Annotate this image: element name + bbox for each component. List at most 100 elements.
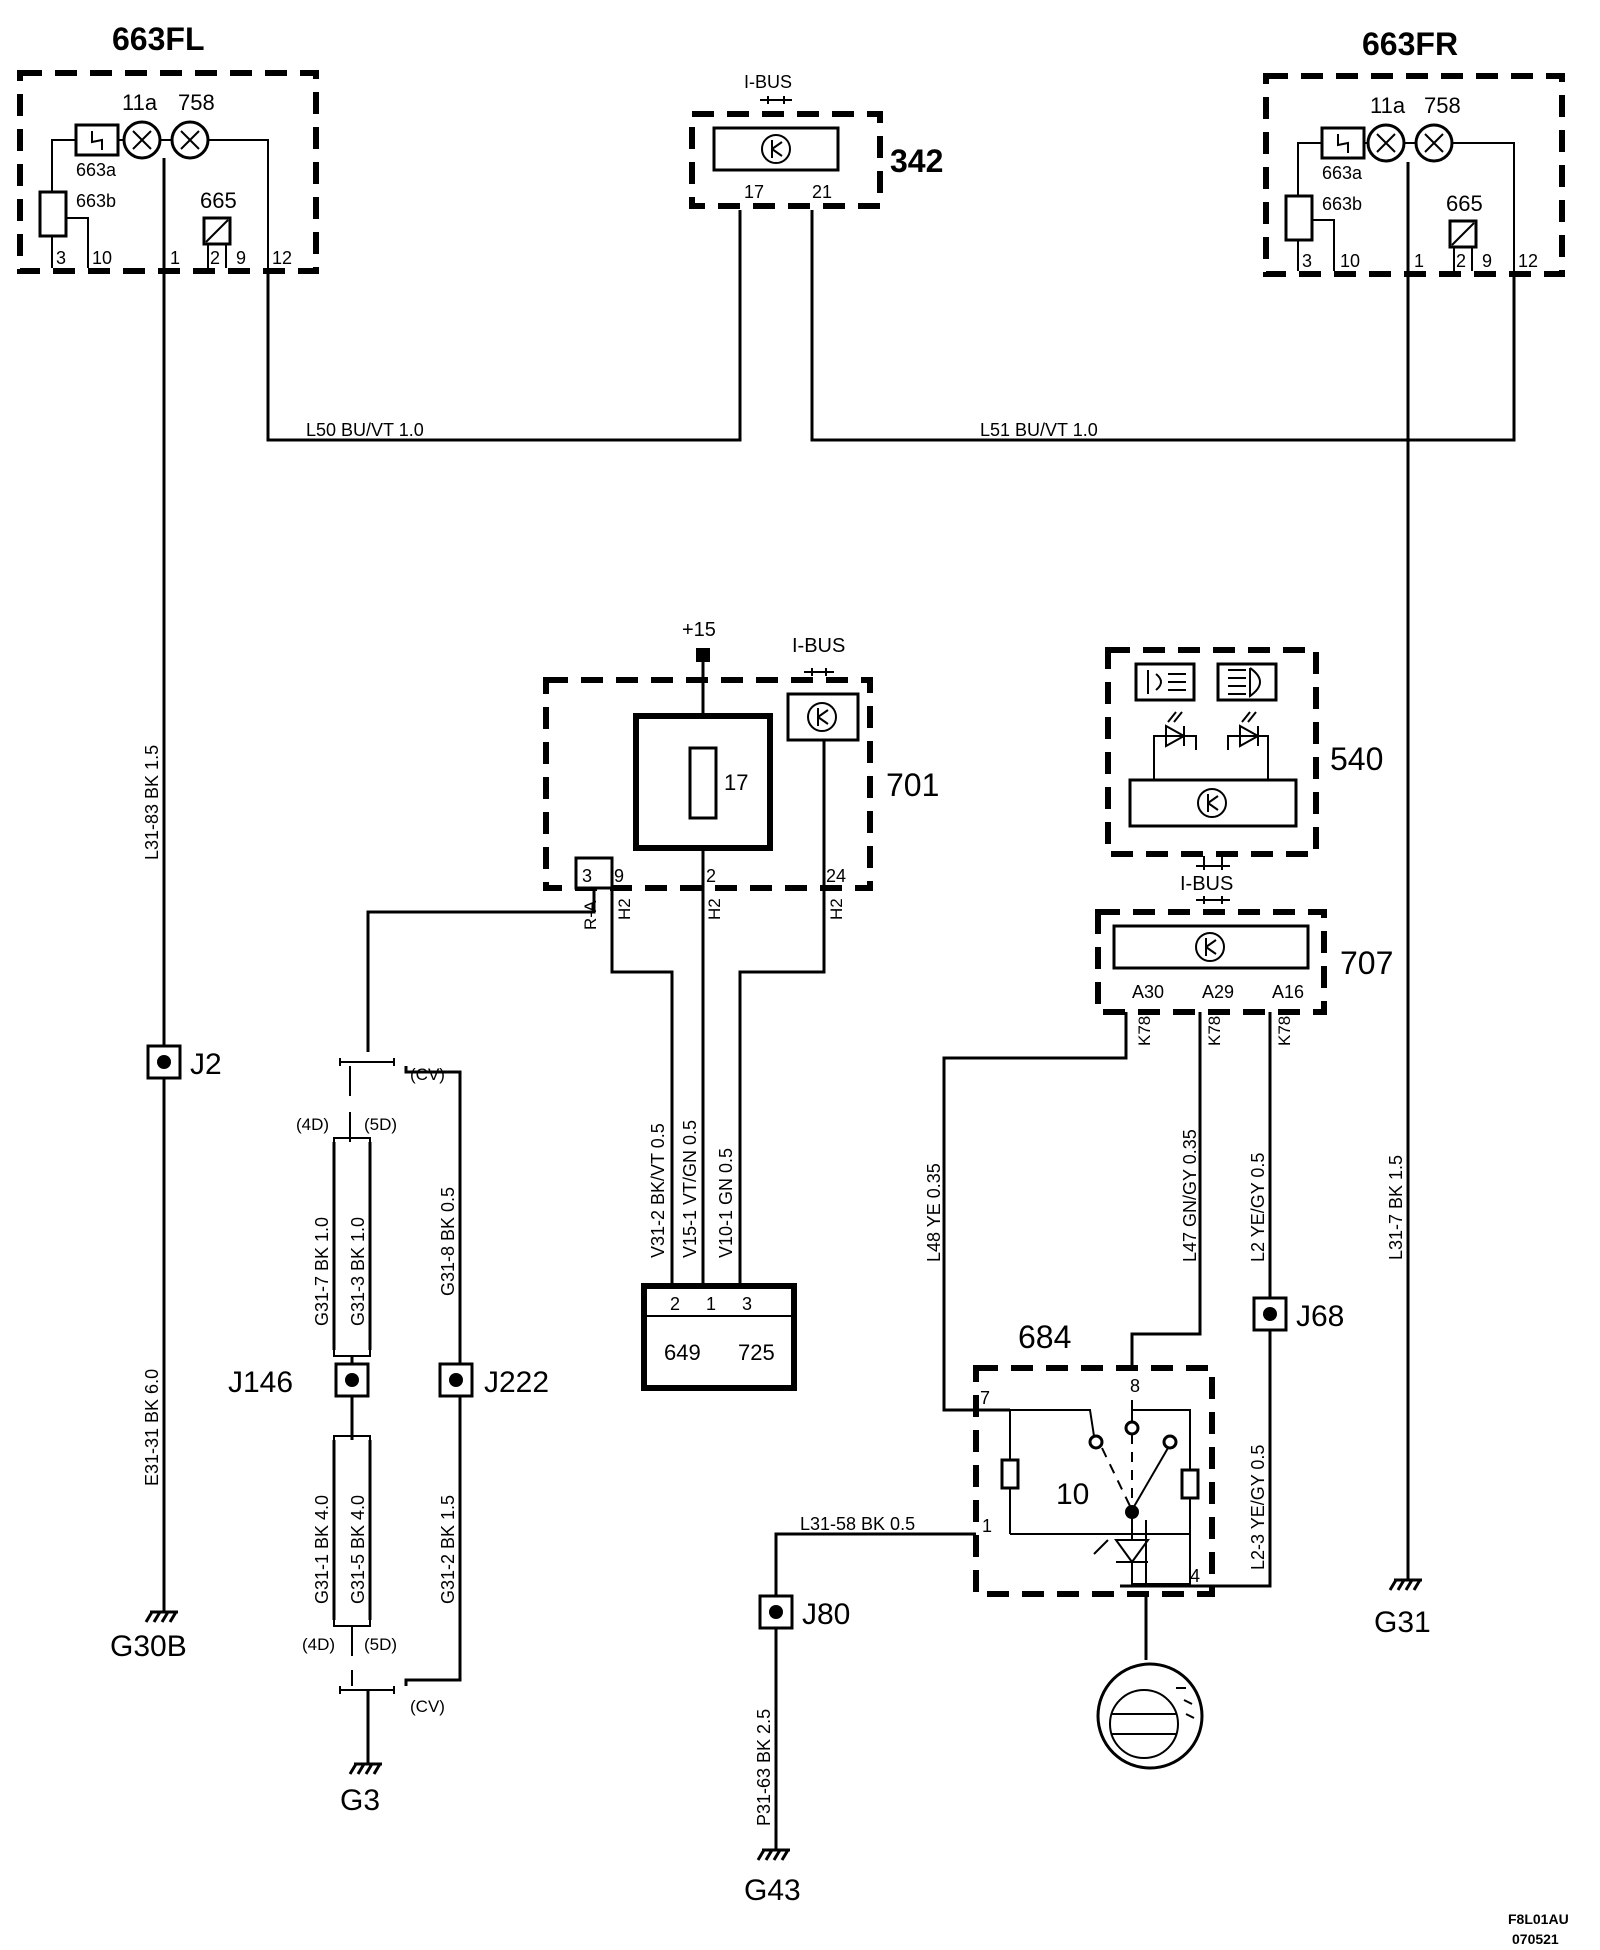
fl-pin-1: 1	[170, 248, 180, 268]
variant-4d-bottom: (4D)	[302, 1635, 335, 1654]
wire-g31-7-label: G31-7 BK 1.0	[312, 1217, 332, 1326]
c701-conn-h2-a: H2	[615, 898, 634, 920]
c707-conn-k78-b: K78	[1205, 1016, 1224, 1046]
fr-pin-2: 2	[1456, 251, 1466, 271]
c684-switch-label: 10	[1056, 1478, 1089, 1511]
diagram-date: 070521	[1512, 1931, 1559, 1947]
variant-5d-top: (5D)	[364, 1115, 397, 1134]
junction-j146-label: J146	[228, 1366, 293, 1399]
c684-pin-1: 1	[982, 1516, 992, 1536]
fl-lamp1-label: 11a	[122, 90, 158, 115]
wire-v15-1-label: V15-1 VT/GN 0.5	[680, 1120, 700, 1258]
g3-branch: (CV) (4D) (5D) G31-7 BK 1.0 G31-3 BK 1.0…	[228, 1058, 549, 1817]
c701-conn-h2-b: H2	[705, 898, 724, 920]
c649-pin-3: 3	[742, 1294, 752, 1314]
diagram-code: F8L01AU	[1508, 1911, 1569, 1927]
wire-g31-3-label: G31-3 BK 1.0	[348, 1217, 368, 1326]
wire-l48-label: L48 YE 0.35	[924, 1163, 944, 1262]
component-663fl-title: 663FL	[112, 21, 204, 57]
wire-l31-58	[774, 1532, 976, 1850]
ground-g30b-label: G30B	[110, 1630, 187, 1663]
wire-l51-label: L51 BU/VT 1.0	[980, 420, 1098, 440]
component-649-725: 2 1 3 649 725	[641, 1283, 797, 1391]
fl-665-label: 665	[200, 188, 237, 213]
junction-j68: J68	[1252, 1296, 1344, 1333]
component-540-title: 540	[1330, 741, 1383, 777]
wire-l48	[942, 1012, 1128, 1412]
c684-pin-8: 8	[1130, 1376, 1140, 1396]
c649-right-label: 725	[738, 1340, 775, 1365]
component-701: +15 I-BUS 17 701 3 9 2 24 R-A H2 H2 H2	[543, 619, 939, 1290]
wire-l31-7-label: L31-7 BK 1.5	[1386, 1155, 1406, 1260]
variant-5d-bottom: (5D)	[364, 1635, 397, 1654]
component-342: I-BUS 342 17 21	[689, 72, 943, 209]
ground-g3-label: G3	[340, 1784, 380, 1817]
wire-l47-label: L47 GN/GY 0.35	[1180, 1129, 1200, 1262]
wire-g31-8-label: G31-8 BK 0.5	[438, 1187, 458, 1296]
component-342-title: 342	[890, 143, 943, 179]
c707-pin-a29: A29	[1202, 982, 1234, 1002]
fr-pin-3: 3	[1302, 251, 1312, 271]
fl-pin-10: 10	[92, 248, 112, 268]
c701-fuse-label: 17	[724, 770, 748, 795]
fr-pin-10: 10	[1340, 251, 1360, 271]
junction-j68-label: J68	[1296, 1300, 1344, 1333]
ground-g30b: G30B	[110, 1610, 187, 1663]
component-707: I-BUS 707 A30 A29 A16 K78 K78 K78	[1095, 873, 1393, 1046]
junction-j2: J2	[146, 1044, 222, 1081]
fr-lamp1-label: 11a	[1370, 93, 1406, 118]
fl-lamp2-label: 758	[178, 90, 215, 115]
fr-pin-9: 9	[1482, 251, 1492, 271]
c707-pin-a30: A30	[1132, 982, 1164, 1002]
junction-j222-label: J222	[484, 1366, 549, 1399]
c707-conn-k78-a: K78	[1135, 1016, 1154, 1046]
c342-pin-17: 17	[744, 182, 764, 202]
c649-pin-1: 1	[706, 1294, 716, 1314]
component-663fr: 663FR 11a 758 663a 663b 665 3 10 1 2 9 1…	[1263, 26, 1565, 277]
ground-g43: G43	[744, 1848, 801, 1907]
fl-663b-label: 663b	[76, 191, 116, 211]
wire-l50	[266, 210, 742, 442]
wire-l47	[1130, 1012, 1202, 1370]
wire-l31-58-label: L31-58 BK 0.5	[800, 1514, 915, 1534]
c701-conn-h2-c: H2	[827, 898, 846, 920]
c701-supply-label: +15	[682, 619, 716, 641]
wire-g31-1-label: G31-1 BK 4.0	[312, 1495, 332, 1604]
fr-lamp2-label: 758	[1424, 93, 1461, 118]
variant-cv-bottom: (CV)	[410, 1697, 445, 1716]
fl-pin-2: 2	[210, 248, 220, 268]
fr-pin-12: 12	[1518, 251, 1538, 271]
wire-g31-2-label: G31-2 BK 1.5	[438, 1495, 458, 1604]
component-540: 540	[1105, 647, 1383, 870]
c649-pin-2: 2	[670, 1294, 680, 1314]
c684-pin-4: 4	[1190, 1566, 1200, 1586]
c707-bus-label: I-BUS	[1180, 873, 1233, 895]
variant-cv-top: (CV)	[410, 1065, 445, 1084]
component-684-title: 684	[1018, 1319, 1071, 1355]
c701-pin-9: 9	[614, 866, 624, 886]
ground-g31-label: G31	[1374, 1606, 1431, 1639]
wire-v10-1	[738, 740, 826, 1290]
ground-g31: G31	[1374, 1578, 1431, 1639]
wire-g31-5-label: G31-5 BK 4.0	[348, 1495, 368, 1604]
wire-l2	[1120, 1012, 1272, 1588]
wire-l2-label: L2 YE/GY 0.5	[1248, 1153, 1268, 1262]
c684-pin-7: 7	[980, 1388, 990, 1408]
junction-j80-label: J80	[802, 1598, 850, 1631]
c701-pin-24: 24	[826, 866, 846, 886]
ground-g43-label: G43	[744, 1874, 801, 1907]
wire-r-a	[366, 888, 596, 1052]
wire-l31-83-label: L31-83 BK 1.5	[142, 745, 162, 860]
variant-4d-top: (4D)	[296, 1115, 329, 1134]
wire-e31-31-label: E31-31 BK 6.0	[142, 1369, 162, 1486]
fr-663b-label: 663b	[1322, 194, 1362, 214]
fl-pin-12: 12	[272, 248, 292, 268]
fr-665-label: 665	[1446, 191, 1483, 216]
c707-pin-a16: A16	[1272, 982, 1304, 1002]
fl-pin-9: 9	[236, 248, 246, 268]
fl-pin-3: 3	[56, 248, 66, 268]
fr-pin-1: 1	[1414, 251, 1424, 271]
wire-v31-2	[610, 888, 674, 1290]
c342-pin-21: 21	[812, 182, 832, 202]
